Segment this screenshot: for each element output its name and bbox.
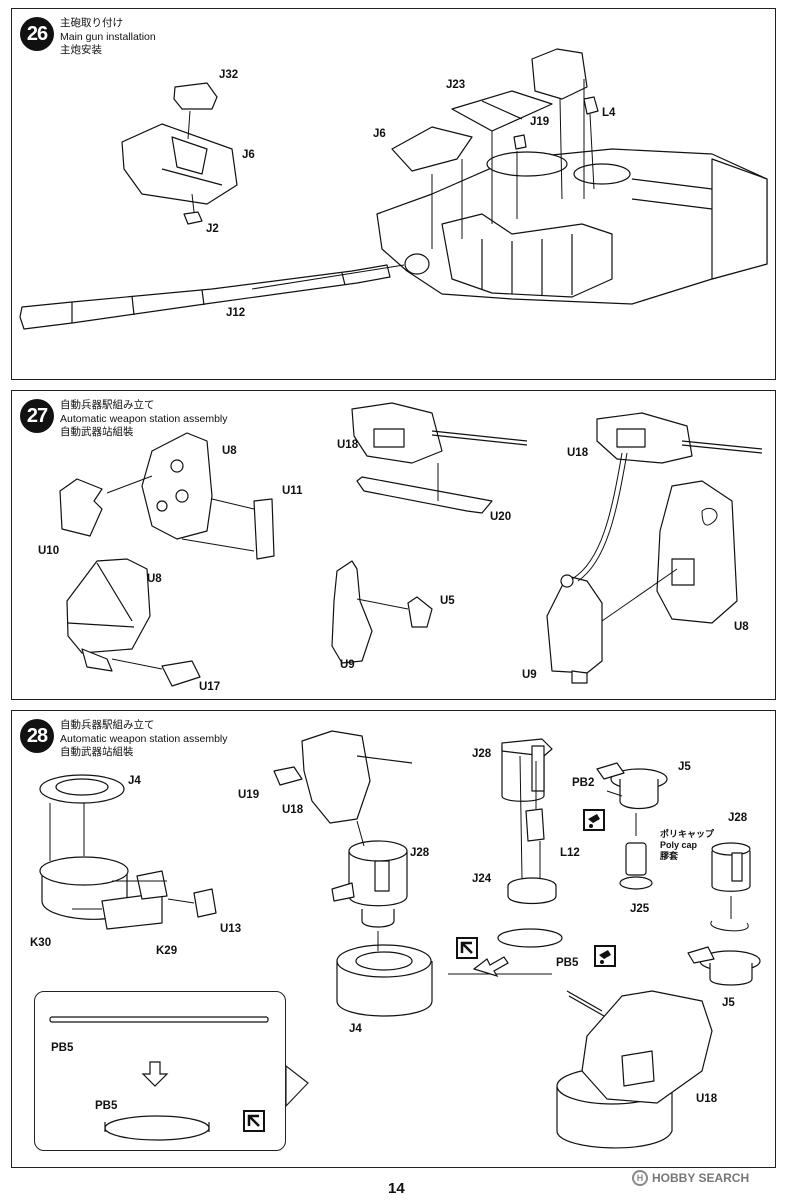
poly-cap-en: Poly cap [660, 840, 698, 850]
part-label-j32: J32 [219, 69, 239, 81]
step-27-illustration [59, 402, 763, 687]
part-label-k30: K30 [30, 937, 52, 949]
part-label-j19: J19 [530, 116, 550, 128]
part-label-u18-right: U18 [567, 447, 589, 459]
step-28-illustration [39, 730, 761, 1149]
part-label-u18-mid: U18 [337, 439, 359, 451]
step-28-number: 28 [20, 719, 54, 753]
part-label-j28-right-middle: J28 [472, 748, 492, 760]
part-label-u8-top: U8 [222, 445, 237, 457]
part-label-u17: U17 [199, 681, 221, 693]
part-label-j25: J25 [630, 903, 650, 915]
part-label-u11: U11 [282, 485, 303, 497]
page-number: 14 [388, 1180, 405, 1197]
part-label-k29: K29 [156, 945, 178, 957]
step-26-number: 26 [20, 17, 54, 51]
part-label-u8-right: U8 [734, 621, 749, 633]
poly-cap-note: ポリキャップ Poly cap 膠套 [660, 829, 714, 862]
apply-glue-icon [594, 945, 616, 967]
part-label-u8-bottom: U8 [147, 573, 162, 585]
part-label-u9-right: U9 [522, 669, 537, 681]
watermark: H HOBBY SEARCH [632, 1170, 749, 1186]
part-label-u13: U13 [220, 923, 242, 935]
part-label-j23: J23 [446, 79, 466, 91]
part-label-j12: J12 [226, 307, 246, 319]
step-28-panel: 28 自動兵器駅組み立て Automatic weapon station as… [11, 710, 776, 1168]
part-label-j28-middle: J28 [410, 847, 430, 859]
step-26-header: 26 主砲取り付け Main gun installation 主炮安装 [20, 17, 156, 58]
part-label-u19: U19 [238, 789, 260, 801]
part-label-u20: U20 [490, 511, 512, 523]
part-label-j2: J2 [206, 223, 219, 235]
part-label-j28-right: J28 [728, 812, 748, 824]
watermark-logo-icon: H [632, 1170, 648, 1186]
step-26-illustration [19, 48, 768, 330]
step-28-header: 28 自動兵器駅組み立て Automatic weapon station as… [20, 719, 228, 760]
part-label-j24: J24 [472, 873, 492, 885]
part-label-j4-top: J4 [128, 775, 141, 787]
step-27-title-cn: 自動武器站組裝 [60, 426, 134, 438]
part-label-pb5-strip: PB5 [51, 1042, 74, 1054]
step-28-title-jp: 自動兵器駅組み立て [60, 719, 155, 731]
part-label-j5-top: J5 [678, 761, 691, 773]
part-label-j4-middle: J4 [349, 1023, 362, 1035]
step-28-title-en: Automatic weapon station assembly [60, 732, 228, 745]
part-label-u9-mid: U9 [340, 659, 355, 671]
cut-sprue-icon [456, 937, 478, 959]
part-label-u18-top: U18 [282, 804, 304, 816]
part-label-u18-final: U18 [696, 1093, 718, 1105]
part-label-pb2: PB2 [572, 777, 595, 789]
part-label-j6-left: J6 [242, 149, 255, 161]
cut-sprue-icon [243, 1110, 265, 1132]
step-28-title-cn: 自動武器站組裝 [60, 746, 134, 758]
part-label-j6-right: J6 [373, 128, 386, 140]
part-label-l4: L4 [602, 107, 616, 119]
part-label-u10: U10 [38, 545, 60, 557]
step-27-panel: 27 自動兵器駅組み立て Automatic weapon station as… [11, 390, 776, 700]
step-27-title-en: Automatic weapon station assembly [60, 412, 228, 425]
step-26-title-cn: 主炮安装 [60, 44, 102, 56]
step-27-header: 27 自動兵器駅組み立て Automatic weapon station as… [20, 399, 228, 440]
poly-cap-cn: 膠套 [660, 851, 679, 861]
step-26-panel: 26 主砲取り付け Main gun installation 主炮安装 [11, 8, 776, 380]
watermark-text: HOBBY SEARCH [652, 1171, 750, 1185]
step-27-number: 27 [20, 399, 54, 433]
pb5-callout-illustration [49, 1016, 269, 1141]
part-label-pb5: PB5 [556, 957, 579, 969]
part-label-pb5-ring: PB5 [95, 1100, 118, 1112]
apply-glue-icon [583, 809, 605, 831]
step-26-title-jp: 主砲取り付け [60, 17, 123, 29]
step-27-title-jp: 自動兵器駅組み立て [60, 399, 155, 411]
poly-cap-jp: ポリキャップ [660, 829, 715, 839]
pb5-callout-box: PB5 PB5 [34, 991, 286, 1151]
part-label-l12: L12 [560, 847, 580, 859]
part-label-j5-bottom: J5 [722, 997, 735, 1009]
step-26-title-en: Main gun installation [60, 30, 156, 43]
part-label-u5: U5 [440, 595, 455, 607]
